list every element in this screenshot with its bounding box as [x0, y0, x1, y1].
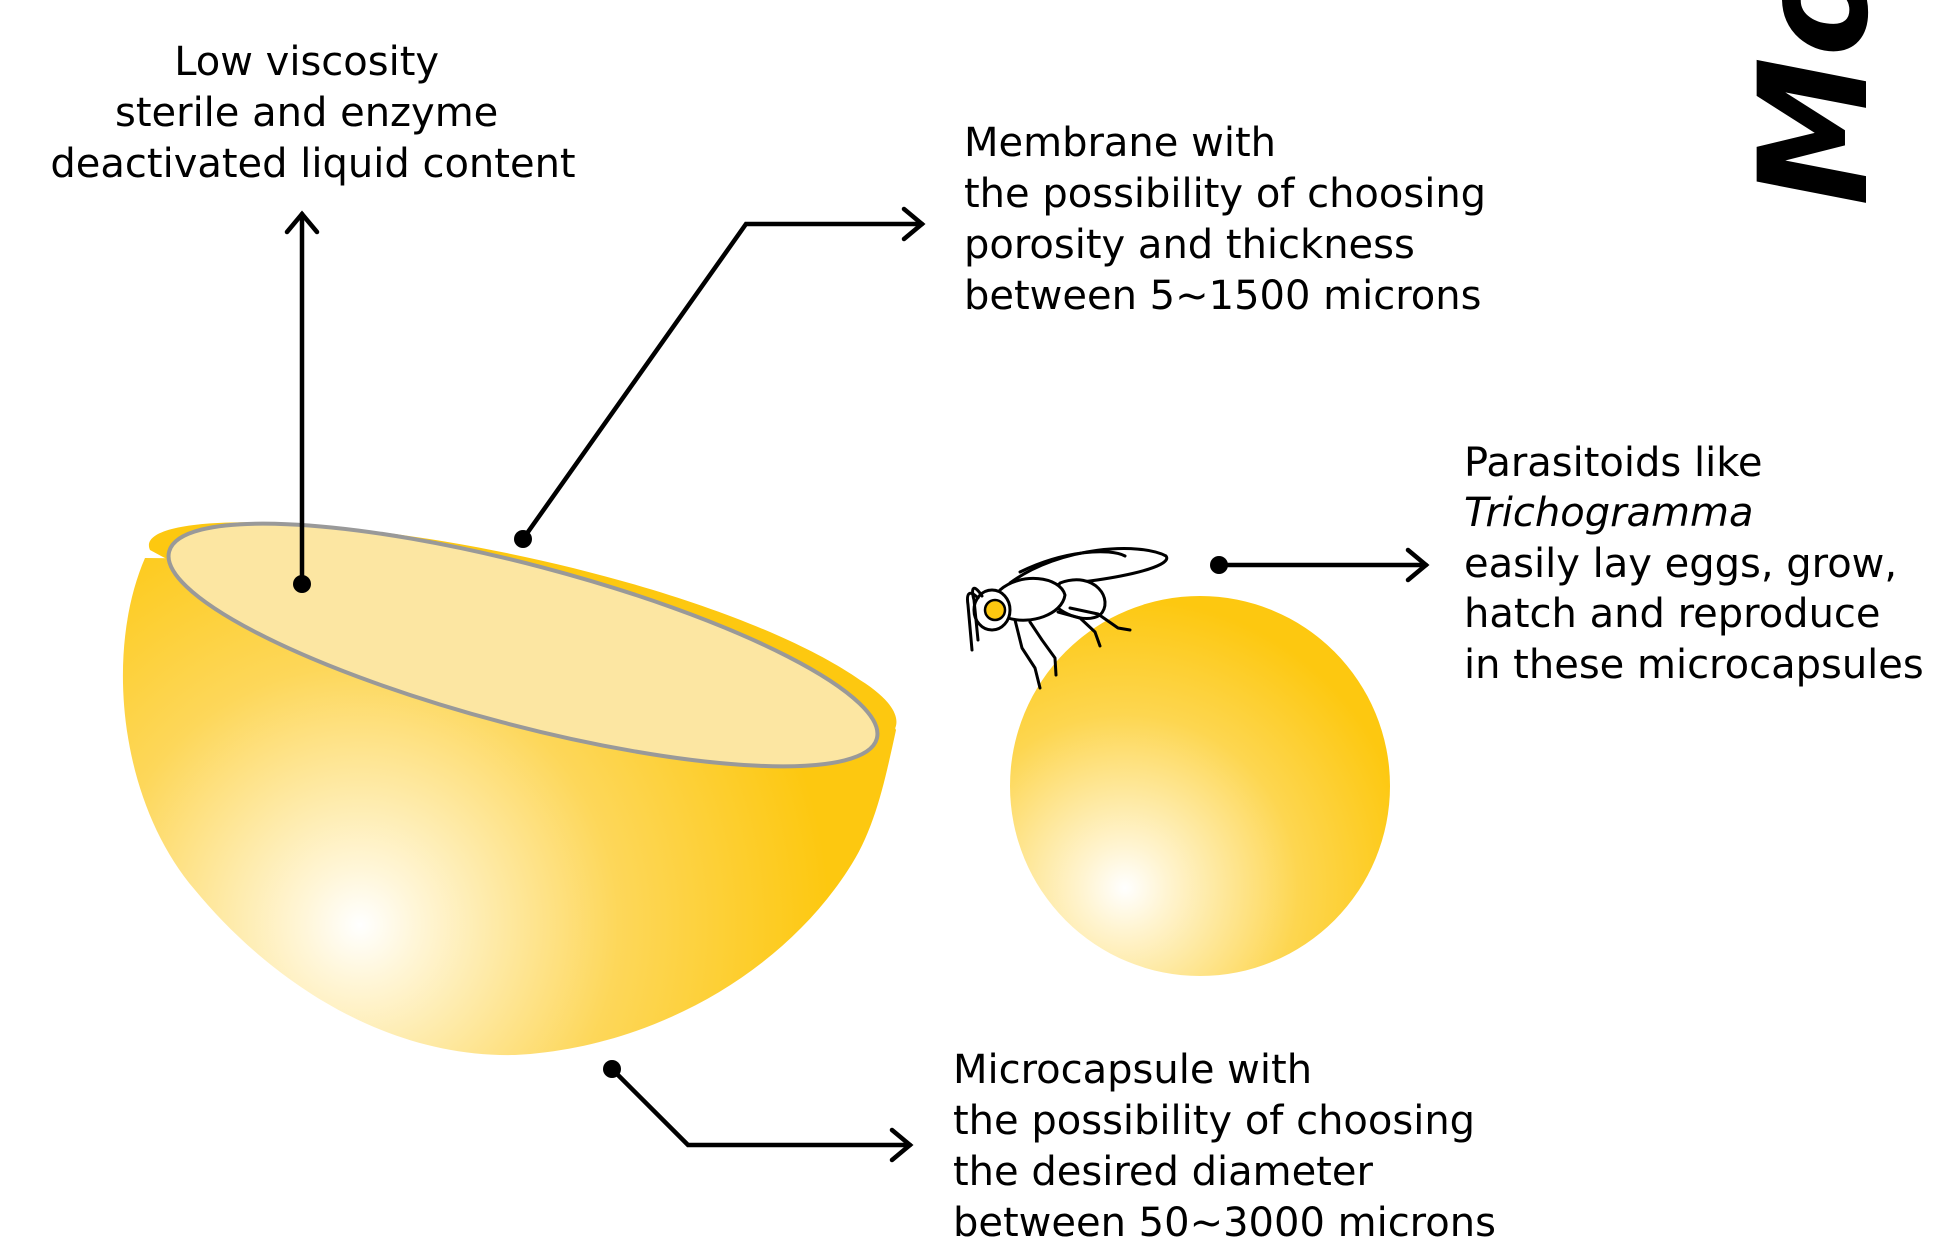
wasp-eye — [985, 600, 1005, 620]
label-parasitoids-line-1: Parasitoids like — [1464, 440, 1763, 486]
label-microcapsule-line-1: Microcapsule with — [953, 1047, 1312, 1093]
label-liquid: Low viscosity sterile and enzyme deactiv… — [50, 39, 575, 187]
label-membrane-line-3: porosity and thickness — [964, 222, 1415, 268]
whole-microcapsule — [1010, 596, 1390, 976]
label-membrane-line-2: the possibility of choosing — [964, 171, 1486, 217]
label-parasitoids-line-4: hatch and reproduce — [1464, 591, 1881, 637]
leader-parasitoids — [1210, 550, 1426, 580]
label-parasitoids: Parasitoids like Trichogramma easily lay… — [1464, 440, 1924, 688]
half-microcapsule — [123, 474, 897, 1055]
label-parasitoids-species: Trichogramma — [1464, 490, 1754, 536]
label-liquid-line-2: sterile and enzyme — [115, 90, 498, 136]
label-microcapsule-line-4: between 50~3000 microns — [953, 1200, 1496, 1240]
label-microcapsule-line-3: the desired diameter — [953, 1149, 1373, 1195]
label-parasitoids-line-3: easily lay eggs, grow, — [1464, 541, 1897, 587]
label-microcapsule: Microcapsule with the possibility of cho… — [953, 1047, 1496, 1240]
label-liquid-line-1: Low viscosity — [174, 39, 439, 85]
label-membrane-line-1: Membrane with — [964, 120, 1276, 166]
label-membrane: Membrane with the possibility of choosin… — [964, 120, 1499, 319]
leader-microcapsule — [603, 1060, 910, 1160]
title-fragment: Mo — [1728, 0, 1902, 206]
label-parasitoids-line-5: in these microcapsules — [1464, 642, 1924, 688]
leader-membrane — [514, 209, 922, 548]
label-microcapsule-line-2: the possibility of choosing — [953, 1098, 1475, 1144]
label-membrane-line-4: between 5~1500 microns — [964, 273, 1481, 319]
label-liquid-line-3: deactivated liquid content — [50, 141, 575, 187]
